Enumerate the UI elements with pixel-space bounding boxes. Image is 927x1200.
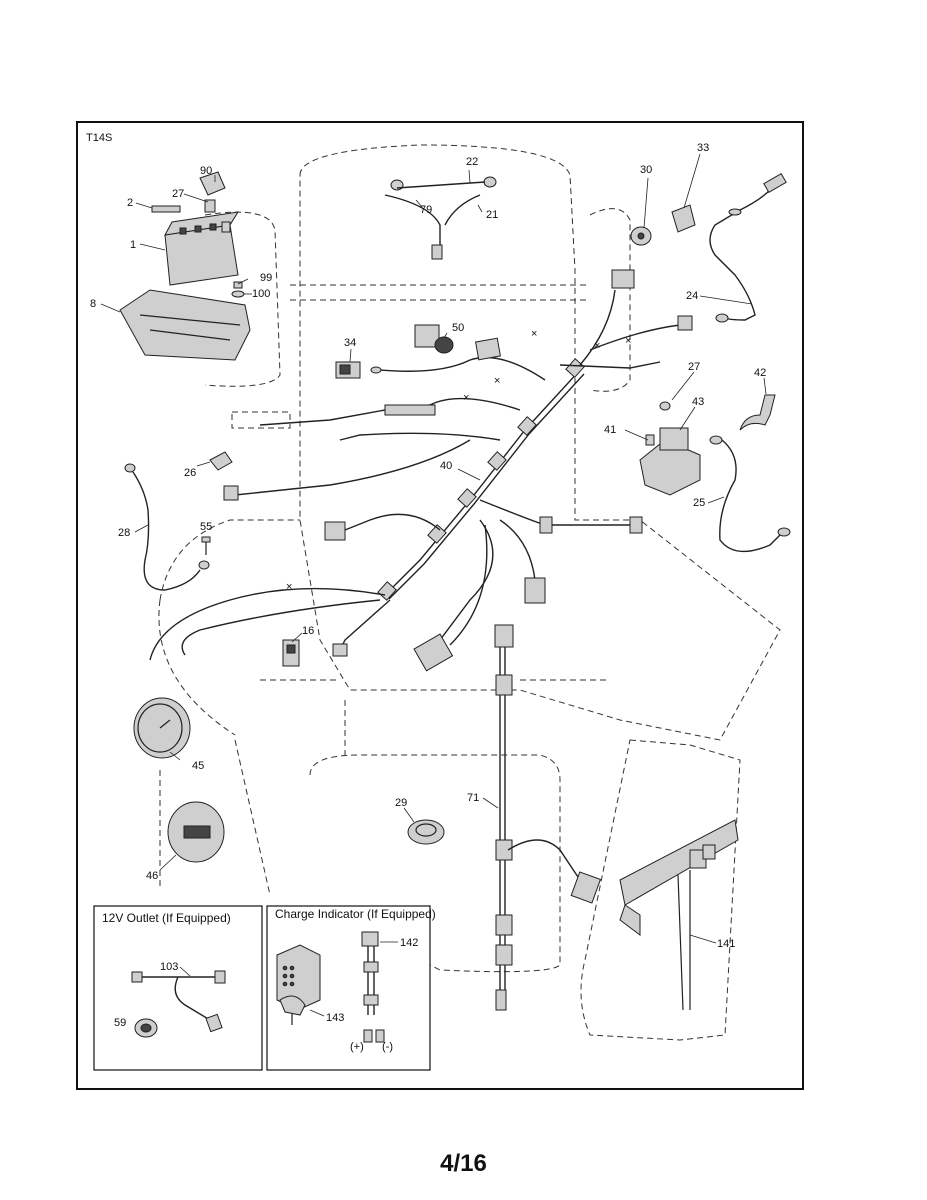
leader-lines — [100, 153, 767, 944]
callout-59: 59 — [114, 1017, 126, 1029]
page-number: 4/16 — [440, 1150, 487, 1177]
svg-text:×: × — [531, 328, 537, 340]
callout-30: 30 — [640, 164, 652, 176]
inset-charge-indicator: Charge Indicator (If Equipped) 142 143 (… — [266, 905, 436, 1071]
callout-100: 100 — [252, 288, 270, 300]
plug-29 — [407, 819, 445, 845]
battery — [151, 171, 245, 298]
pto-switch — [335, 361, 361, 379]
callout-99: 99 — [260, 272, 272, 284]
callout-55: 55 — [200, 521, 212, 533]
boot-cover — [739, 394, 776, 431]
screw-55 — [201, 536, 211, 555]
tractor-outline — [158, 144, 781, 1041]
charge-title: Charge Indicator (If Equipped) — [275, 907, 436, 921]
callout-141: 141 — [717, 938, 735, 950]
callout-28: 28 — [118, 527, 130, 539]
callout-29: 29 — [395, 797, 407, 809]
callout-33: 33 — [697, 142, 709, 154]
callout-8: 8 — [90, 298, 96, 310]
callout-90: 90 — [200, 165, 212, 177]
reverse-switch-141 — [619, 819, 739, 1011]
svg-text:×: × — [594, 340, 600, 352]
callout-16: 16 — [302, 625, 314, 637]
callout-71: 71 — [467, 792, 479, 804]
plus-label: (+) — [350, 1041, 364, 1053]
callout-27b: 27 — [688, 361, 700, 373]
callout-34: 34 — [344, 337, 356, 349]
battery-cable-24 — [709, 172, 787, 323]
callout-2: 2 — [127, 197, 133, 209]
callout-21: 21 — [486, 209, 498, 221]
ignition-switch — [630, 226, 652, 246]
harness-71 — [494, 624, 602, 1011]
callout-25: 25 — [693, 497, 705, 509]
callout-42: 42 — [754, 367, 766, 379]
callout-79: 79 — [420, 204, 432, 216]
callouts: 1 2 27 8 90 99 100 22 21 79 30 33 24 50 … — [90, 142, 766, 950]
hour-meter-46 — [167, 801, 225, 863]
headlight-harness — [384, 176, 497, 260]
brake-switch — [414, 324, 501, 361]
fuse — [209, 451, 233, 471]
main-harness: × × × × × × — [149, 269, 693, 672]
svg-text:×: × — [494, 375, 500, 387]
svg-text:×: × — [463, 392, 469, 404]
callout-103: 103 — [160, 961, 178, 973]
minus-label: (-) — [382, 1041, 393, 1053]
diagram-frame — [76, 121, 804, 1090]
callout-27a: 27 — [172, 188, 184, 200]
callout-22: 22 — [466, 156, 478, 168]
inset-12v-outlet: 12V Outlet (If Equipped) 103 59 — [93, 905, 263, 1071]
battery-tray — [119, 289, 251, 361]
callout-43: 43 — [692, 396, 704, 408]
callout-41: 41 — [604, 424, 616, 436]
callout-40: 40 — [440, 460, 452, 472]
callout-1: 1 — [130, 239, 136, 251]
ground-wire-28 — [124, 463, 210, 591]
callout-45: 45 — [192, 760, 204, 772]
callout-143: 143 — [326, 1012, 344, 1024]
callout-142: 142 — [400, 937, 418, 949]
relay-16 — [282, 639, 300, 667]
gauge-45 — [133, 697, 191, 759]
callout-46: 46 — [146, 870, 158, 882]
outlet-title: 12V Outlet (If Equipped) — [102, 911, 231, 925]
callout-50: 50 — [452, 322, 464, 334]
starter-cable-25 — [709, 435, 791, 553]
svg-text:×: × — [286, 581, 292, 593]
starter-solenoid — [639, 401, 701, 496]
callout-26: 26 — [184, 467, 196, 479]
diagram-code: T14S — [86, 132, 112, 144]
svg-text:×: × — [625, 335, 631, 347]
callout-24: 24 — [686, 290, 698, 302]
ignition-key — [671, 204, 696, 233]
